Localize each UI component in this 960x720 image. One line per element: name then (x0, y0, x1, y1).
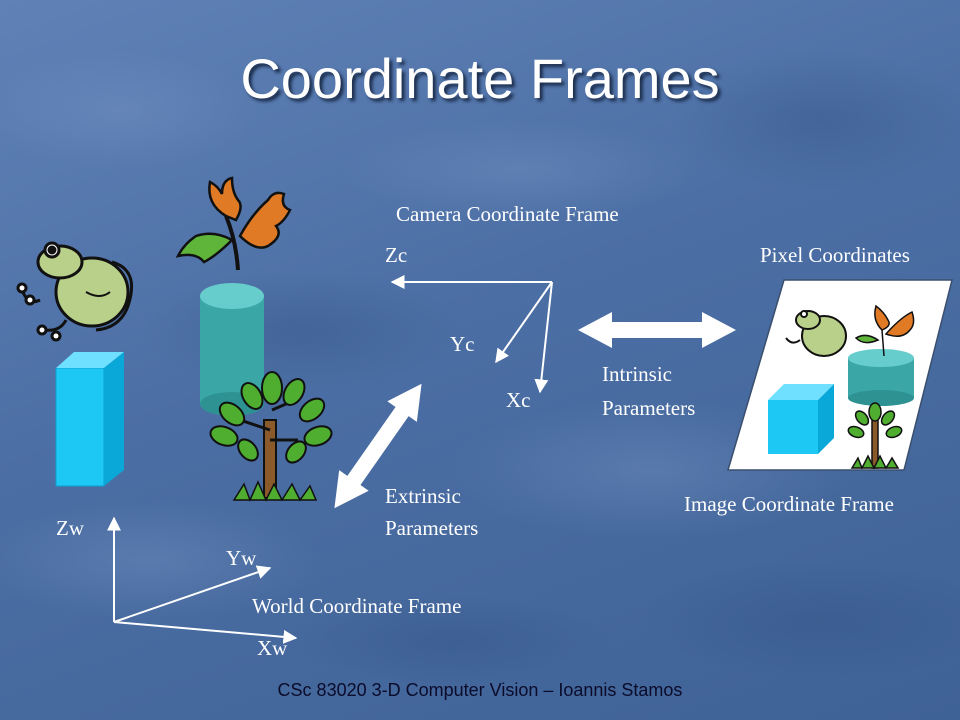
image-tree-icon (847, 402, 903, 470)
world-axes (107, 516, 298, 644)
slide-title: Coordinate Frames (240, 47, 720, 110)
extrinsic-arrow (334, 383, 422, 509)
camera-y-label: Yc (450, 332, 475, 356)
slide-footer: CSc 83020 3-D Computer Vision – Ioannis … (277, 680, 683, 700)
camera-z-label: Zc (385, 243, 408, 267)
image-frame-label: Image Coordinate Frame (684, 492, 894, 516)
camera-frame-label: Camera Coordinate Frame (396, 202, 619, 226)
tree-icon (209, 371, 333, 502)
world-cube (55, 352, 124, 487)
world-z-label: Zw (56, 516, 84, 540)
image-leaves-icon (854, 304, 915, 357)
camera-x-label: Xc (506, 388, 531, 412)
world-frame-label: World Coordinate Frame (252, 594, 462, 618)
image-cube (768, 384, 834, 454)
image-frog-icon (785, 310, 847, 357)
camera-y-axis (495, 281, 553, 364)
intrinsic-arrow (578, 312, 736, 348)
intrinsic-label-line1: Intrinsic (602, 362, 672, 386)
frog-icon (16, 241, 133, 342)
image-cylinder (848, 349, 914, 406)
image-plane (726, 279, 953, 471)
world-y-label: Yw (226, 546, 257, 570)
extrinsic-label-line1: Extrinsic (385, 484, 461, 508)
world-x-axis (113, 621, 298, 644)
pixel-coordinates-label: Pixel Coordinates (760, 243, 910, 267)
camera-x-axis (534, 281, 553, 394)
intrinsic-label-line2: Parameters (602, 396, 696, 420)
world-x-label: Xw (257, 636, 288, 660)
oak-leaves-icon (175, 176, 292, 271)
world-y-axis (113, 565, 272, 623)
camera-axes (390, 275, 553, 394)
extrinsic-label-line2: Parameters (385, 516, 479, 540)
